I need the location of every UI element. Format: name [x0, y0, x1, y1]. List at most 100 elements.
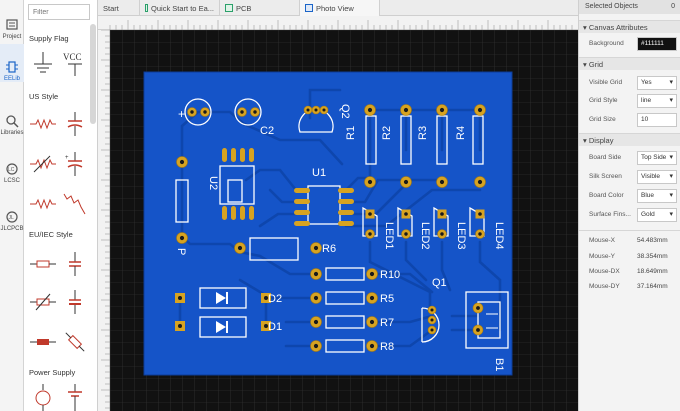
surface-finish-label: Surface Fins...: [589, 211, 631, 218]
tab-pcb[interactable]: PCB: [220, 0, 300, 16]
board-side-label: Board Side: [589, 154, 622, 161]
board-side-select[interactable]: Top Side: [637, 151, 677, 165]
jlcpcb-icon: JL: [5, 210, 19, 224]
rail-lcsc[interactable]: LC LCSC: [0, 146, 24, 184]
drill-hole: [313, 271, 319, 277]
drill-hole: [264, 324, 268, 328]
label-u2: U2: [207, 176, 219, 190]
label-b1: B1: [493, 358, 505, 371]
drill-hole: [314, 108, 318, 112]
us-resistor-2-symbol[interactable]: [28, 150, 58, 178]
eu-thermistor-symbol[interactable]: [60, 328, 90, 356]
rail-eelib-label: EELib: [3, 76, 20, 82]
silk-screen-select[interactable]: Visible: [637, 170, 677, 184]
rail-project[interactable]: Project: [0, 2, 24, 40]
divider: [579, 230, 680, 231]
eu-filled-resistor-symbol[interactable]: [28, 328, 58, 356]
drill-hole: [178, 324, 182, 328]
drill-hole: [440, 232, 444, 236]
tab-photo-view[interactable]: Photo View: [300, 0, 380, 16]
grid-size-input[interactable]: 10: [637, 113, 677, 127]
drill-hole: [313, 319, 319, 325]
tab-pcb-label: PCB: [236, 3, 252, 13]
label-led2: LED2: [419, 222, 431, 250]
polarity-plus-mark: +: [178, 107, 185, 121]
drill-hole: [368, 212, 372, 216]
drill-hole: [403, 179, 409, 185]
tab-start-label: Start: [103, 3, 119, 13]
tab-start[interactable]: Start: [98, 0, 140, 16]
eu-capacitor-symbol[interactable]: [60, 250, 90, 278]
eu-polarized-cap-symbol[interactable]: [60, 288, 90, 316]
grid-style-select[interactable]: line: [637, 94, 677, 108]
ground-symbol[interactable]: [28, 50, 58, 78]
drill-hole: [203, 110, 207, 114]
drill-hole: [369, 319, 375, 325]
label-led4: LED4: [493, 222, 505, 250]
drill-hole: [178, 296, 182, 300]
visible-grid-label: Visible Grid: [589, 79, 623, 86]
library-panel: Supply Flag VCC US Style + EU/IEC Style: [24, 0, 98, 411]
selected-objects-label: Selected Objects: [585, 3, 638, 10]
grid-section[interactable]: ▾ Grid: [579, 57, 680, 70]
mouse-x-row: Mouse-X 54.483mm: [579, 234, 680, 248]
eu-variable-resistor-symbol[interactable]: [28, 288, 58, 316]
mouse-x-value: 54.483mm: [637, 237, 668, 244]
u2-pad: [222, 148, 227, 162]
pcb-icon: [225, 4, 233, 12]
vcc-symbol[interactable]: VCC: [60, 50, 90, 78]
tab-quick-start[interactable]: Quick Start to Ea...: [140, 0, 220, 16]
rail-lcsc-label: LCSC: [3, 178, 20, 184]
svg-text:LC: LC: [8, 167, 15, 173]
battery-symbol[interactable]: [60, 384, 90, 411]
drill-hole: [313, 343, 319, 349]
label-r7: R7: [380, 317, 394, 329]
drill-hole: [368, 232, 372, 236]
drill-hole: [369, 343, 375, 349]
svg-text:JL: JL: [9, 215, 15, 221]
drill-hole: [190, 110, 194, 114]
board-color-row: Board Color Blue: [579, 188, 680, 206]
us-thermistor-symbol[interactable]: [60, 190, 90, 218]
eu-resistor-symbol[interactable]: [28, 250, 58, 278]
drill-hole: [478, 232, 482, 236]
surface-finish-select[interactable]: Gold: [637, 208, 677, 222]
svg-text:+: +: [65, 155, 69, 161]
libraries-icon: [5, 114, 19, 128]
library-filter-input[interactable]: [28, 4, 90, 20]
u1-pad: [294, 199, 310, 204]
u1-pad: [294, 188, 310, 193]
power-source-symbol[interactable]: [28, 384, 58, 411]
tab-quick-start-label: Quick Start to Ea...: [151, 3, 214, 13]
drill-hole: [478, 212, 482, 216]
us-resistor-symbol[interactable]: [28, 110, 58, 138]
drill-hole: [404, 232, 408, 236]
rail-libraries[interactable]: Libraries: [0, 98, 24, 136]
rail-jlcpcb[interactable]: JL JLCPCB: [0, 194, 24, 232]
u1-pad: [338, 210, 354, 215]
selected-objects-header: Selected Objects 0: [579, 0, 680, 14]
mouse-y-row: Mouse-Y 38.354mm: [579, 250, 680, 264]
display-section[interactable]: ▾ Display: [579, 133, 680, 146]
label-q1: Q1: [432, 277, 447, 289]
us-variable-resistor-symbol[interactable]: [28, 190, 58, 218]
rail-eelib[interactable]: EELib: [0, 44, 24, 82]
silk-screen-row: Silk Screen Visible: [579, 169, 680, 187]
canvas-attributes-section[interactable]: ▾ Canvas Attributes: [579, 20, 680, 33]
background-row: Background #111111: [579, 36, 680, 54]
rail-jlcpcb-label: JLCPCB: [0, 226, 24, 232]
grid-size-row: Grid Size 10: [579, 112, 680, 130]
us-polarized-cap-symbol[interactable]: +: [60, 150, 90, 178]
board-color-select[interactable]: Blue: [637, 189, 677, 203]
u2-pad: [231, 206, 236, 220]
grid-style-label: Grid Style: [589, 97, 618, 104]
u2-pad: [249, 206, 254, 220]
mouse-dy-row: Mouse-DY 37.164mm: [579, 280, 680, 294]
visible-grid-select[interactable]: Yes: [637, 76, 677, 90]
drill-hole: [179, 235, 185, 241]
drill-hole: [430, 308, 434, 312]
background-field[interactable]: #111111: [637, 37, 677, 51]
library-scrollbar[interactable]: [90, 24, 96, 124]
us-capacitor-symbol[interactable]: [60, 110, 90, 138]
